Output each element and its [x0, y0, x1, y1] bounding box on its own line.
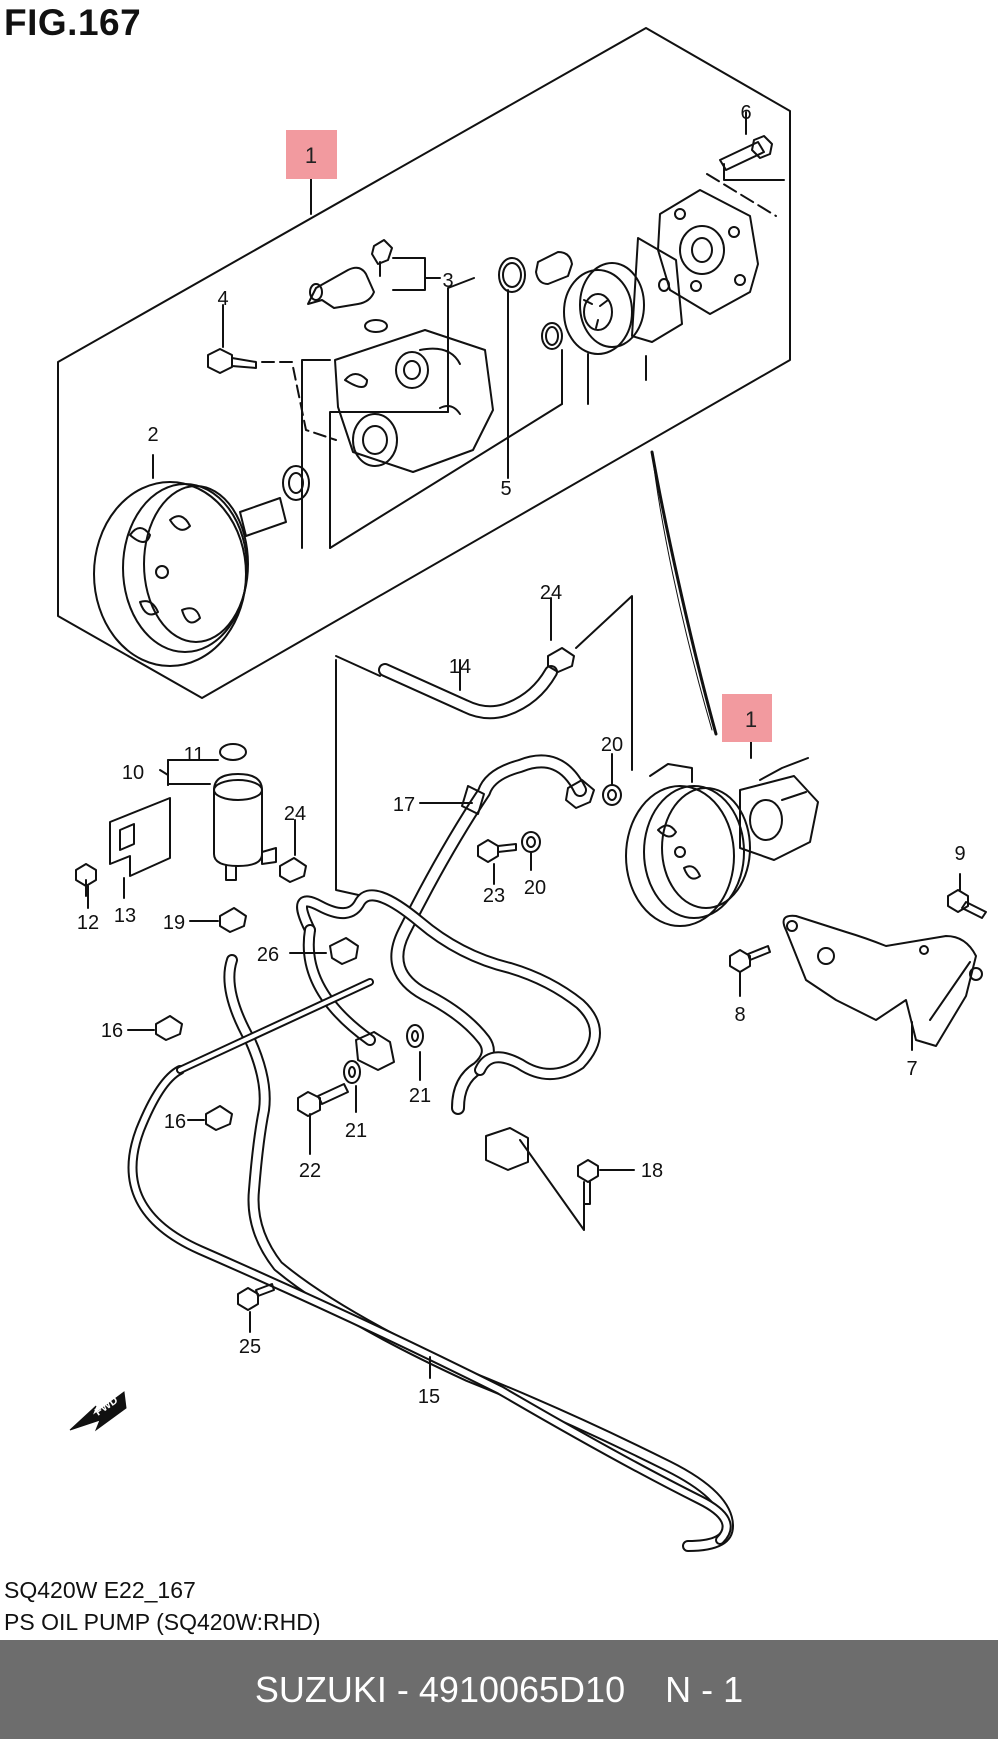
figure-title: FIG.167	[4, 2, 142, 43]
cam-ring-drawing	[563, 262, 645, 355]
diagram-code: SQ420W E22_167	[4, 1577, 196, 1603]
callout-7: 7	[906, 1058, 917, 1080]
callout-10: 10	[122, 762, 144, 784]
bolt-4-drawing	[207, 348, 257, 374]
callout-24-upper: 24	[540, 582, 562, 604]
pulley-drawing	[93, 481, 287, 667]
callout-4: 4	[217, 288, 228, 310]
callout-21-upper: 21	[409, 1085, 431, 1107]
callout-24-lower: 24	[284, 803, 306, 825]
callout-6: 6	[740, 102, 751, 124]
suction-fitting-drawing	[307, 239, 393, 309]
callout-18: 18	[641, 1160, 663, 1182]
callout-3: 3	[442, 270, 453, 292]
callout-8: 8	[734, 1004, 745, 1026]
callout-20-lower: 20	[524, 877, 546, 899]
footer-bar: SUZUKI - 4910065D10 N - 1	[0, 1640, 998, 1739]
footer-page: N - 1	[665, 1668, 744, 1710]
callout-9: 9	[954, 843, 965, 865]
callout-20-upper: 20	[601, 734, 623, 756]
pump-body-drawing	[334, 329, 494, 473]
highlight-box-1-top	[286, 130, 337, 179]
callout-22: 22	[299, 1160, 321, 1182]
footer-part-number: SUZUKI - 4910065D10	[254, 1668, 626, 1710]
callout-25: 25	[239, 1336, 261, 1358]
callout-2: 2	[147, 424, 158, 446]
callout-21-lower: 21	[345, 1120, 367, 1142]
callout-1-top: 1	[305, 143, 317, 168]
callout-16-upper: 16	[101, 1020, 123, 1042]
callout-1-bottom: 1	[745, 707, 757, 732]
fwd-arrow-icon: FWD	[69, 1391, 127, 1432]
callout-15: 15	[418, 1386, 440, 1408]
callout-5: 5	[500, 478, 511, 500]
bracket-7-drawing	[782, 914, 983, 1047]
callout-23: 23	[483, 885, 505, 907]
callout-14: 14	[449, 656, 471, 678]
reservoir-drawing	[213, 743, 277, 881]
bracket-13-drawing	[109, 797, 171, 877]
callout-26: 26	[257, 944, 279, 966]
callout-11: 11	[184, 744, 205, 766]
callout-17: 17	[393, 794, 415, 816]
callout-19: 19	[163, 912, 185, 934]
rear-housing-drawing	[657, 189, 759, 315]
highlight-box-1-bottom	[722, 694, 772, 742]
callout-16-lower: 16	[164, 1111, 186, 1133]
callout-12: 12	[77, 912, 99, 934]
callout-13: 13	[114, 905, 136, 927]
diagram-name: PS OIL PUMP (SQ420W:RHD)	[4, 1609, 321, 1635]
exploded-view-frame	[57, 27, 791, 699]
assembled-pump-drawing	[625, 757, 819, 927]
